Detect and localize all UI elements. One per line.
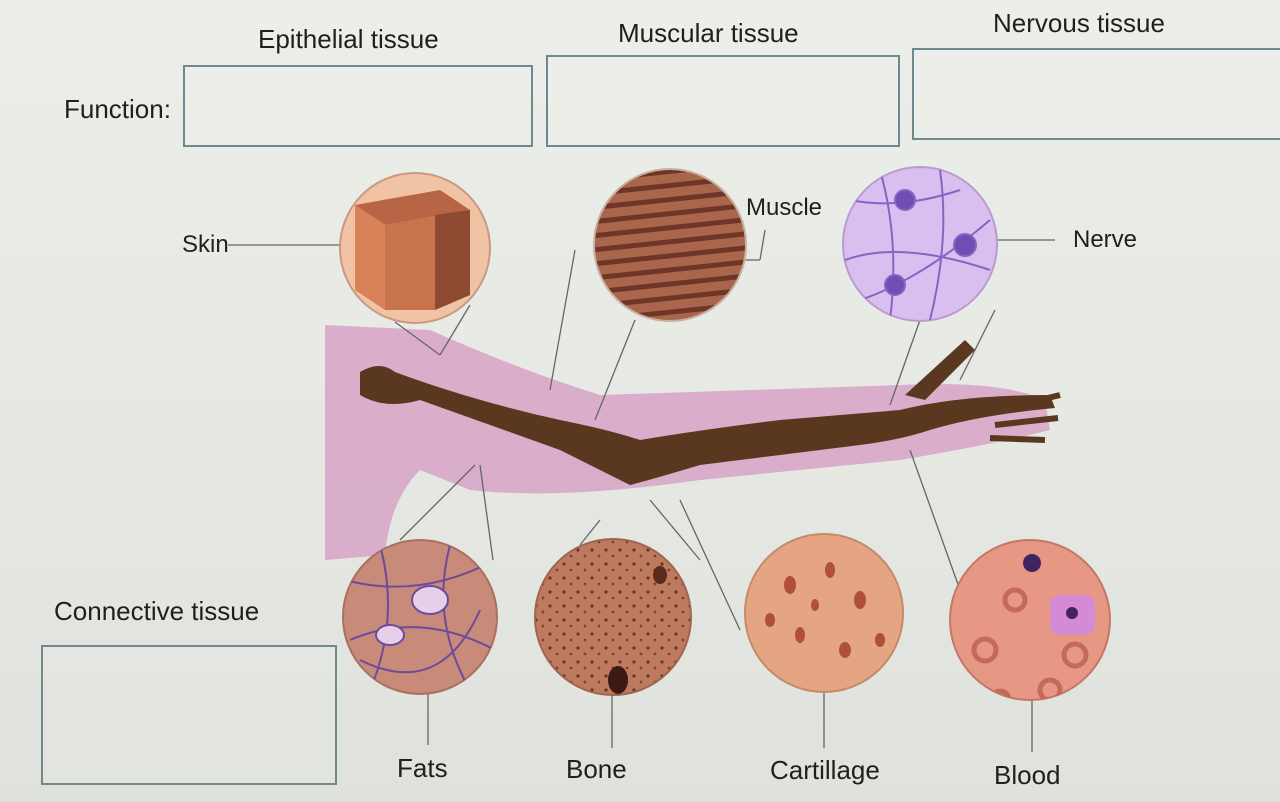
muscular-function-box[interactable] — [546, 55, 900, 147]
nervous-tissue-heading: Nervous tissue — [993, 8, 1165, 38]
blood-label: Blood — [994, 760, 1061, 790]
muscular-tissue-heading: Muscular tissue — [618, 18, 799, 48]
bone-label: Bone — [566, 754, 627, 784]
nerve-tissue-circle — [842, 166, 998, 322]
cartilage-tissue-circle — [744, 533, 904, 693]
cartilage-label: Cartillage — [770, 755, 880, 785]
skin-label: Skin — [182, 231, 229, 258]
muscle-label: Muscle — [746, 194, 823, 221]
epithelial-function-box[interactable] — [183, 65, 533, 147]
bone-tissue-circle — [534, 538, 692, 696]
connective-function-box[interactable] — [41, 645, 337, 785]
fat-tissue-circle — [342, 539, 498, 695]
epithelial-tissue-heading: Epithelial tissue — [258, 24, 439, 54]
connective-tissue-heading: Connective tissue — [54, 596, 260, 626]
nerve-label: Nerve — [1073, 226, 1138, 253]
muscle-tissue-circle — [593, 168, 747, 322]
blood-tissue-circle — [949, 539, 1111, 701]
arm-illustration — [325, 325, 1061, 560]
function-label: Function: — [64, 94, 171, 124]
nervous-function-box[interactable] — [912, 48, 1280, 140]
fats-label: Fats — [397, 753, 448, 783]
skin-tissue-circle — [339, 172, 491, 324]
